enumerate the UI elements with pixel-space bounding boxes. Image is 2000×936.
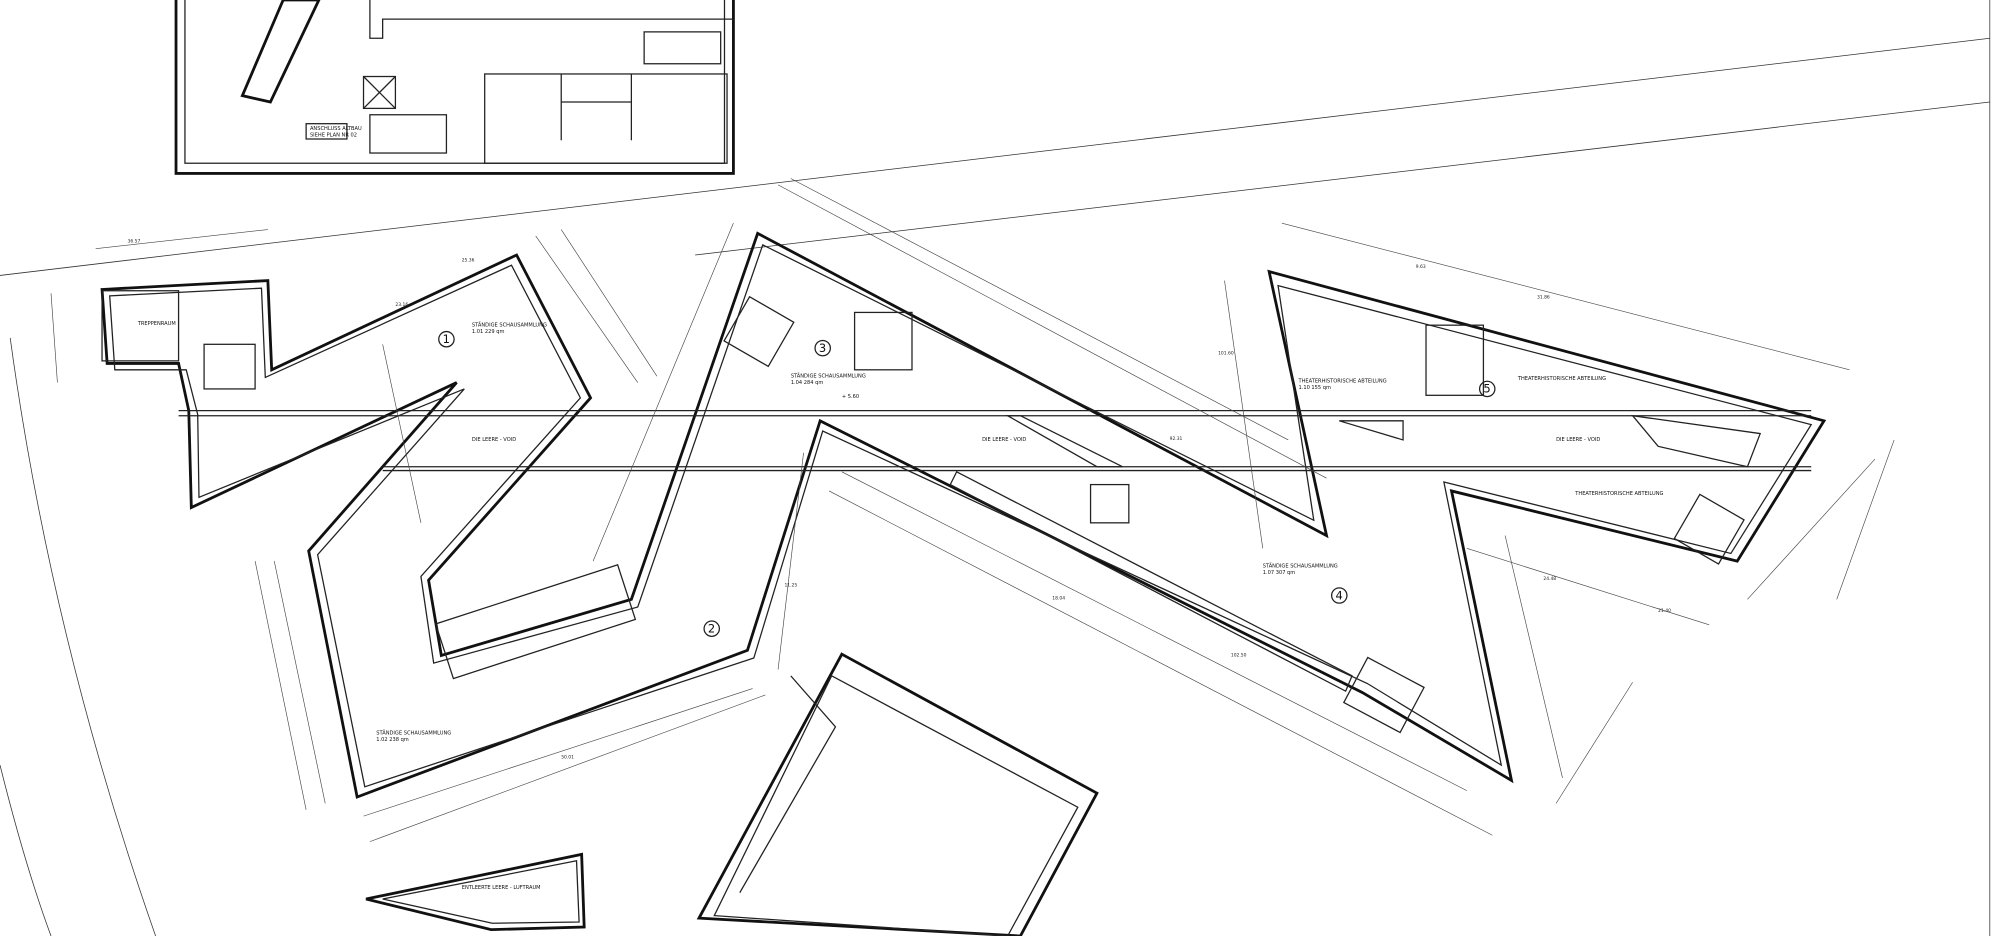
svg-text:18.04: 18.04 (1052, 595, 1065, 601)
svg-text:1.10 155 qm: 1.10 155 qm (1298, 385, 1331, 391)
svg-text:STÄNDIGE SCHAUSAMMLUNG: STÄNDIGE SCHAUSAMMLUNG (472, 321, 547, 328)
svg-text:1.04 284 qm: 1.04 284 qm (791, 380, 824, 386)
svg-text:4: 4 (1335, 588, 1342, 602)
room-3: 3 STÄNDIGE SCHAUSAMMLUNG 1.04 284 qm + 5… (791, 339, 866, 400)
svg-text:3: 3 (819, 341, 826, 355)
room-5: 5 THEATERHISTORISCHE ABTEILUNG 1.10 155 … (1297, 379, 1496, 398)
svg-text:SIEHE PLAN NR 02: SIEHE PLAN NR 02 (310, 132, 357, 138)
svg-text:1.01 229 qm: 1.01 229 qm (472, 329, 505, 335)
room-labels: 1 STÄNDIGE SCHAUSAMMLUNG 1.01 229 qm 2 S… (137, 321, 1664, 743)
svg-text:11.25: 11.25 (784, 583, 797, 589)
garden-building (696, 652, 1099, 936)
room-1: 1 STÄNDIGE SCHAUSAMMLUNG 1.01 229 qm (438, 321, 547, 348)
svg-text:+ 5.60: + 5.60 (842, 394, 859, 400)
luftraum-void: ENTLEERTE LEERE - LUFTRAUM (365, 852, 586, 932)
svg-text:2: 2 (708, 622, 715, 636)
svg-text:THEATERHISTORISCHE ABTEILUNG: THEATERHISTORISCHE ABTEILUNG (1297, 379, 1386, 385)
svg-text:23.16: 23.16 (395, 302, 408, 308)
theater-label: THEATERHISTORISCHE ABTEILUNG (1517, 376, 1606, 382)
svg-text:STÄNDIGE SCHAUSAMMLUNG: STÄNDIGE SCHAUSAMMLUNG (1263, 562, 1338, 569)
stair-label: TREPPENRAUM (137, 321, 176, 327)
svg-text:ANSCHLUSS ALTBAU: ANSCHLUSS ALTBAU (310, 126, 362, 132)
svg-text:50.01: 50.01 (561, 755, 574, 761)
svg-text:5: 5 (1483, 382, 1490, 396)
altbau-note: ANSCHLUSS ALTBAU SIEHE PLAN NR 02 (305, 123, 362, 140)
void-label: DIE LEERE - VOID (1556, 437, 1600, 443)
void-label: DIE LEERE - VOID (472, 437, 516, 443)
main-building (100, 231, 1827, 799)
svg-text:36.57: 36.57 (128, 238, 141, 244)
room-2: 2 STÄNDIGE SCHAUSAMMLUNG 1.02 238 qm (376, 620, 721, 743)
dimension-lines (50, 178, 1895, 842)
svg-text:92.31: 92.31 (1170, 436, 1183, 442)
svg-text:STÄNDIGE SCHAUSAMMLUNG: STÄNDIGE SCHAUSAMMLUNG (791, 372, 866, 379)
theater-label: THEATERHISTORISCHE ABTEILUNG (1574, 491, 1663, 497)
svg-text:101.60: 101.60 (1218, 351, 1234, 357)
svg-text:1.07 307 qm: 1.07 307 qm (1263, 570, 1296, 576)
svg-text:31.86: 31.86 (1537, 294, 1550, 300)
svg-text:1.02 238 qm: 1.02 238 qm (376, 737, 409, 743)
svg-text:21.40: 21.40 (1658, 608, 1671, 614)
svg-text:102.50: 102.50 (1231, 653, 1247, 659)
room-4: 4 STÄNDIGE SCHAUSAMMLUNG 1.07 307 qm (1263, 562, 1348, 604)
svg-text:STÄNDIGE SCHAUSAMMLUNG: STÄNDIGE SCHAUSAMMLUNG (376, 730, 451, 737)
svg-text:25.36: 25.36 (462, 257, 475, 263)
svg-text:ENTLEERTE LEERE - LUFTRAUM: ENTLEERTE LEERE - LUFTRAUM (462, 885, 541, 891)
svg-text:9.63: 9.63 (1416, 264, 1426, 270)
altbau-building: ANSCHLUSS ALTBAU SIEHE PLAN NR 02 (174, 0, 735, 175)
svg-text:24.48: 24.48 (1543, 576, 1556, 582)
void-label: DIE LEERE - VOID (982, 437, 1026, 443)
svg-text:1: 1 (443, 332, 450, 346)
dimension-labels: 23.16 25.36 92.31 101.60 36.57 9.63 31.8… (128, 238, 1672, 760)
